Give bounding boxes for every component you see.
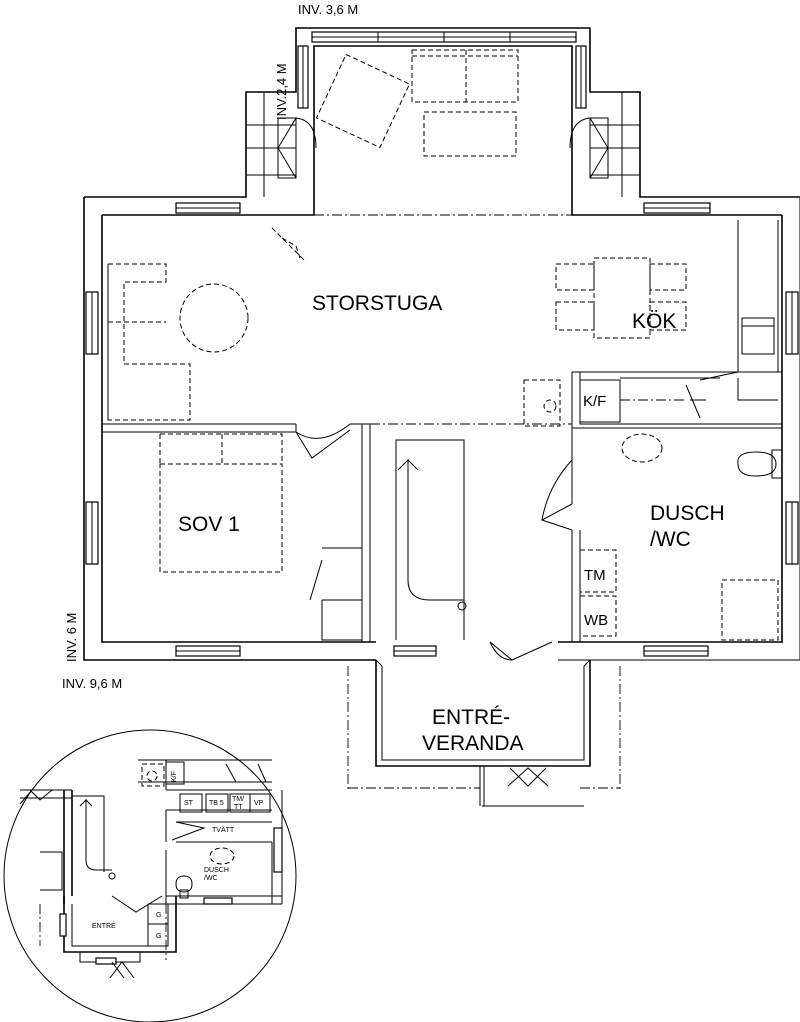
room-storstuga: STORSTUGA (312, 292, 442, 315)
inset-tm-tt-2: TT (234, 804, 243, 811)
inset-tm-tt-1: TM/ (232, 796, 244, 803)
furniture (107, 49, 783, 641)
inset-tb5: TB 5 (209, 800, 224, 807)
inset-g2: G (156, 933, 161, 940)
section-lines (314, 214, 686, 790)
inset-dusch-2: /WC (204, 875, 218, 882)
fixture-wb: WB (584, 612, 608, 629)
inset-st: ST (184, 800, 194, 807)
fixture-kf: K/F (583, 393, 606, 410)
dim-upper-left: INV.2,4 M (274, 63, 289, 120)
fixture-tm: TM (584, 567, 606, 584)
staircase (309, 439, 467, 641)
dim-bottom-left: INV. 9,6 M (62, 676, 122, 691)
doors (295, 423, 573, 661)
entry-veranda (375, 659, 591, 807)
bay-doors (277, 117, 609, 179)
windows (85, 31, 799, 657)
interior-walls (102, 220, 782, 642)
exterior-walls (83, 27, 800, 661)
room-sov1: SOV 1 (178, 513, 240, 536)
dim-left: INV. 6 M (64, 613, 79, 662)
inset-kf: K/F (171, 771, 178, 782)
room-entre-line2: VERANDA (422, 732, 524, 755)
room-kok: KÖK (632, 310, 676, 333)
inset-tvatt: TVÄTT (212, 826, 235, 834)
inset-dusch-1: DUSCH (204, 867, 229, 874)
dim-top: INV. 3,6 M (298, 2, 358, 17)
inset-detail (3, 729, 297, 1022)
room-entre-line1: ENTRÉ- (432, 706, 510, 729)
inset-entre: ENTRÉ (92, 921, 116, 930)
inset-vp: VP (254, 800, 264, 807)
room-dusch-line2: /WC (650, 528, 691, 551)
room-dusch-line1: DUSCH (650, 502, 725, 525)
inset-g1: G (156, 912, 161, 919)
